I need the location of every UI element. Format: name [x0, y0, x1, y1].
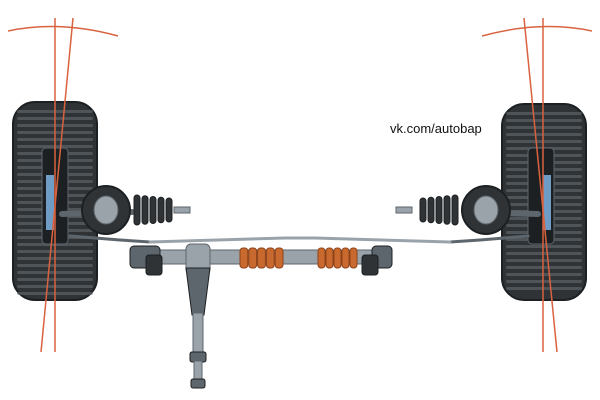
tread-rib: [506, 259, 582, 262]
bellows-rod: [395, 206, 413, 214]
left-strut-cap: [93, 195, 119, 225]
steering-shaft: [185, 267, 211, 389]
bellows-fold: [157, 196, 165, 224]
bellows-rod: [173, 206, 191, 214]
left-rack-boot: [239, 247, 284, 269]
right-wheel: [501, 103, 587, 301]
bellows-fold: [133, 194, 141, 226]
tread-rib: [506, 252, 582, 255]
shaft-upper: [192, 312, 204, 354]
tread-rib: [506, 280, 582, 283]
tread-rib: [506, 119, 582, 122]
boot-fold: [349, 247, 358, 269]
left-tilted-line: [40, 17, 74, 353]
tread-rib: [506, 133, 582, 136]
left-tire-tread: [17, 110, 93, 295]
boot-fold: [265, 247, 275, 269]
right-rack-boot: [317, 247, 358, 269]
left-wheel: [12, 101, 98, 301]
bellows-fold: [149, 196, 157, 224]
right-bellows: [395, 194, 459, 226]
boot-fold: [248, 247, 258, 269]
shaft-lower: [193, 360, 203, 382]
tie-rods: [68, 234, 530, 244]
left-brake-disc: [46, 175, 54, 230]
boot-fold: [317, 247, 326, 269]
boot-fold: [239, 247, 249, 269]
tread-rib: [506, 126, 582, 129]
pinion-body: [185, 267, 211, 316]
boot-fold: [341, 247, 350, 269]
boot-fold: [257, 247, 266, 269]
bellows-fold: [435, 196, 443, 224]
shaft-end: [190, 378, 206, 389]
right-strut: [395, 185, 541, 235]
rack-right-mount: [361, 254, 379, 276]
bellows-fold: [427, 196, 435, 224]
left-bellows: [133, 194, 191, 226]
right-tilted-line: [523, 17, 558, 353]
tread-rib: [506, 287, 582, 290]
left-tie-rod: [68, 234, 152, 244]
bellows-fold: [419, 197, 427, 223]
tread-rib: [506, 112, 582, 115]
left-angle-arc: [7, 25, 119, 37]
rack-left-mount: [145, 254, 163, 276]
boot-fold: [325, 247, 334, 269]
watermark-text: vk.com/autobap: [390, 121, 482, 136]
right-tie-rod: [448, 234, 530, 244]
bellows-fold: [451, 194, 459, 226]
steering-rack: [129, 243, 393, 276]
right-strut-cap: [473, 195, 499, 225]
bellows-fold: [443, 195, 451, 225]
center-link: [148, 236, 452, 244]
left-strut: [59, 185, 191, 235]
tread-rib: [506, 266, 582, 269]
right-brake-disc: [543, 175, 551, 230]
boot-fold: [333, 247, 342, 269]
tread-rib: [506, 245, 582, 248]
bellows-fold: [165, 197, 173, 223]
bellows-fold: [141, 195, 149, 225]
tread-rib: [506, 140, 582, 143]
boot-fold: [274, 247, 284, 269]
right-angle-arc: [481, 25, 593, 37]
tread-rib: [506, 273, 582, 276]
camber-reference-lines: [7, 17, 593, 353]
